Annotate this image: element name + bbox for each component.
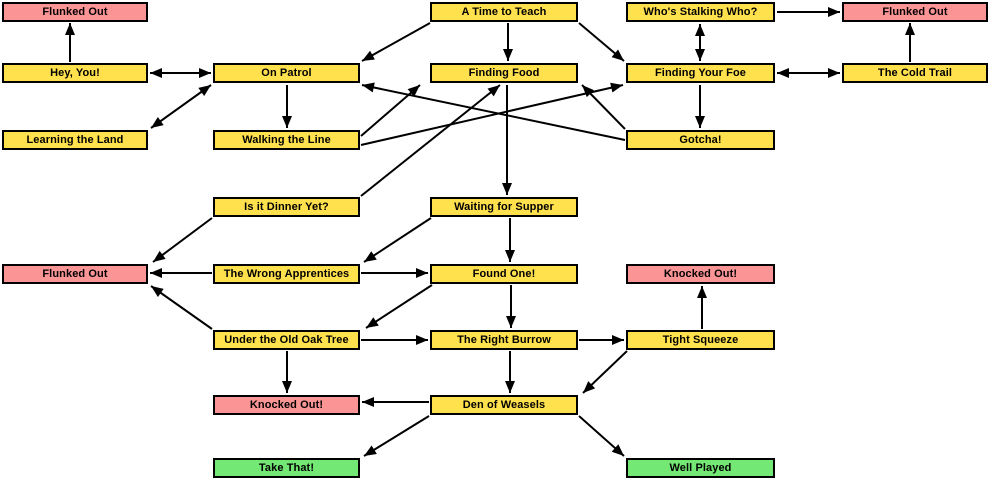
node-label: A Time to Teach <box>461 6 547 18</box>
edge-finding-food--waiting-for-supper <box>502 85 512 195</box>
node-flunked-out-top-left: Flunked Out <box>2 2 148 22</box>
edge-found-one--under-the-old-oak-tree <box>365 284 433 329</box>
node-finding-your-foe: Finding Your Foe <box>626 63 775 83</box>
edge-is-it-dinner-yet--finding-food <box>360 84 501 197</box>
node-label: Flunked Out <box>42 268 108 280</box>
node-under-the-old-oak-tree: Under the Old Oak Tree <box>213 330 360 350</box>
node-label: Knocked Out! <box>249 399 324 411</box>
node-well-played: Well Played <box>626 458 775 478</box>
node-whos-stalking-who: Who's Stalking Who? <box>626 2 775 22</box>
node-label: Well Played <box>669 462 732 474</box>
edge-gotcha--finding-food <box>581 84 626 130</box>
node-label: Flunked Out <box>882 6 948 18</box>
node-the-wrong-apprentices: The Wrong Apprentices <box>213 264 360 284</box>
node-the-cold-trail: The Cold Trail <box>842 63 988 83</box>
edge-den-of-weasels--knocked-out-bottom-left <box>362 397 429 407</box>
node-take-that: Take That! <box>213 458 360 478</box>
node-tight-squeeze: Tight Squeeze <box>626 330 775 350</box>
edge-under-the-old-oak-tree--the-right-burrow <box>361 335 428 345</box>
node-label: Finding Your Foe <box>654 67 747 79</box>
node-label: Who's Stalking Who? <box>643 6 758 18</box>
edge-walking-the-line--finding-food <box>360 84 421 137</box>
edge-a-time-to-teach--on-patrol <box>361 22 431 62</box>
node-waiting-for-supper: Waiting for Supper <box>430 197 578 217</box>
node-label: The Right Burrow <box>457 334 551 346</box>
edge-the-right-burrow--den-of-weasels <box>505 351 515 393</box>
node-finding-food: Finding Food <box>430 63 578 83</box>
node-label: The Wrong Apprentices <box>223 268 350 280</box>
node-label: Den of Weasels <box>462 399 546 411</box>
node-knocked-out-right: Knocked Out! <box>626 264 775 284</box>
node-flunked-out-top-right: Flunked Out <box>842 2 988 22</box>
edge-hey-you--flunked-out-top-left <box>65 23 75 62</box>
edge-den-of-weasels--well-played <box>578 415 625 457</box>
node-label: Found One! <box>472 268 536 280</box>
node-label: Walking the Line <box>242 134 331 146</box>
edge-under-the-old-oak-tree--flunked-out-mid-left <box>150 285 213 330</box>
edge-found-one--the-right-burrow <box>506 285 516 328</box>
node-label: Hey, You! <box>50 67 100 79</box>
edge-gotcha--on-patrol <box>361 82 626 141</box>
edge-hey-you--on-patrol <box>150 68 211 78</box>
edge-walking-the-line--finding-your-foe <box>360 82 624 146</box>
node-label: Finding Food <box>468 67 540 79</box>
node-label: The Cold Trail <box>877 67 953 79</box>
edge-learning-the-land--on-patrol <box>150 84 212 129</box>
node-gotcha: Gotcha! <box>626 130 775 150</box>
edge-finding-your-foe--gotcha <box>695 85 705 128</box>
edge-tight-squeeze--knocked-out-right <box>697 286 707 329</box>
node-learning-the-land: Learning the Land <box>2 130 148 150</box>
edge-tight-squeeze--den-of-weasels <box>582 350 628 394</box>
edge-is-it-dinner-yet--flunked-out-mid-left <box>152 217 213 263</box>
node-label: Gotcha! <box>679 134 722 146</box>
node-label: Flunked Out <box>42 6 108 18</box>
edge-waiting-for-supper--the-wrong-apprentices <box>363 217 432 263</box>
edge-whos-stalking-who--flunked-out-top-right <box>777 7 840 17</box>
edge-under-the-old-oak-tree--knocked-out-bottom-left <box>282 351 292 393</box>
node-is-it-dinner-yet: Is it Dinner Yet? <box>213 197 360 217</box>
node-label: Waiting for Supper <box>454 201 554 213</box>
edge-den-of-weasels--take-that <box>363 415 430 457</box>
node-a-time-to-teach: A Time to Teach <box>430 2 578 22</box>
node-label: Is it Dinner Yet? <box>244 201 329 213</box>
node-label: Under the Old Oak Tree <box>224 334 349 346</box>
edge-the-wrong-apprentices--found-one <box>361 268 428 278</box>
node-den-of-weasels: Den of Weasels <box>430 395 578 415</box>
edge-the-wrong-apprentices--flunked-out-mid-left <box>150 268 212 278</box>
node-flunked-out-mid-left: Flunked Out <box>2 264 148 284</box>
edge-on-patrol--walking-the-line <box>282 85 292 128</box>
node-label: On Patrol <box>261 67 312 79</box>
node-knocked-out-bottom-left: Knocked Out! <box>213 395 360 415</box>
edge-a-time-to-teach--finding-food <box>503 23 513 61</box>
node-on-patrol: On Patrol <box>213 63 360 83</box>
node-label: Learning the Land <box>26 134 124 146</box>
node-hey-you: Hey, You! <box>2 63 148 83</box>
node-found-one: Found One! <box>430 264 578 284</box>
node-walking-the-line: Walking the Line <box>213 130 360 150</box>
edge-a-time-to-teach--finding-your-foe <box>578 22 625 62</box>
edge-the-right-burrow--tight-squeeze <box>579 335 624 345</box>
node-label: Tight Squeeze <box>662 334 739 346</box>
node-label: Take That! <box>258 462 315 474</box>
edge-finding-your-foe--the-cold-trail <box>777 68 840 78</box>
node-label: Knocked Out! <box>663 268 738 280</box>
edge-waiting-for-supper--found-one <box>505 218 515 262</box>
edge-the-cold-trail--flunked-out-top-right <box>905 23 915 62</box>
edge-whos-stalking-who--finding-your-foe <box>695 24 705 61</box>
node-the-right-burrow: The Right Burrow <box>430 330 578 350</box>
